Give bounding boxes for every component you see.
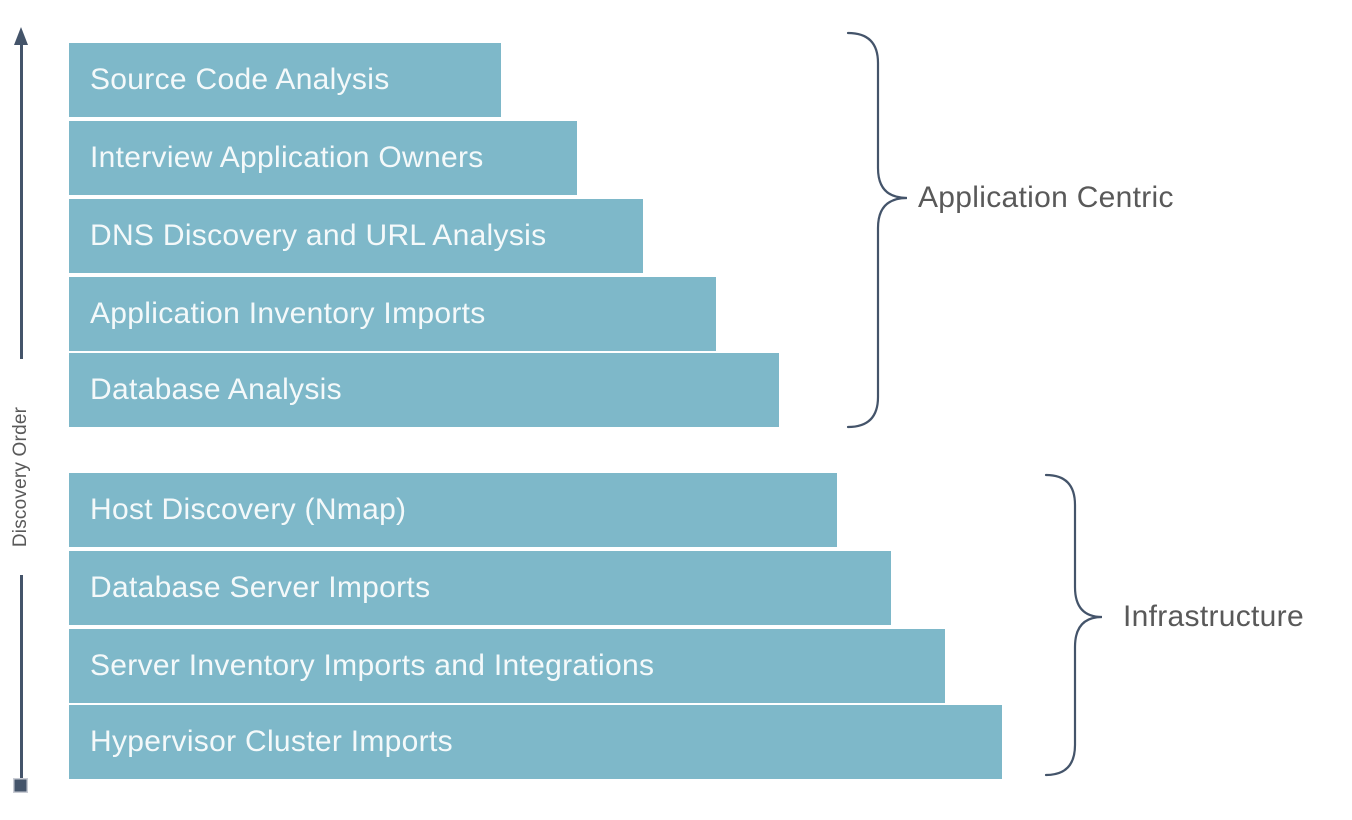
bar-1-0: Host Discovery (Nmap)	[69, 473, 837, 547]
bar-label: Source Code Analysis	[90, 63, 390, 96]
axis-label: Discovery Order	[10, 406, 31, 548]
group-label-infrastructure: Infrastructure	[1123, 600, 1304, 633]
bar-0-0: Source Code Analysis	[69, 43, 501, 117]
bar-1-1: Database Server Imports	[69, 551, 891, 625]
bar-label: Interview Application Owners	[90, 141, 484, 174]
axis-line-lower	[20, 575, 23, 778]
axis-up-arrow-icon	[14, 27, 28, 45]
axis-end-square	[13, 778, 28, 793]
bar-1-3: Hypervisor Cluster Imports	[69, 705, 1002, 779]
group-label-application-centric: Application Centric	[918, 181, 1174, 214]
bar-label: Database Server Imports	[90, 571, 431, 604]
bar-0-2: DNS Discovery and URL Analysis	[69, 199, 643, 273]
bar-0-4: Database Analysis	[69, 353, 779, 427]
bar-1-2: Server Inventory Imports and Integration…	[69, 629, 945, 703]
bar-label: DNS Discovery and URL Analysis	[90, 219, 547, 252]
application-centric-brace-icon	[846, 31, 908, 429]
bar-label: Host Discovery (Nmap)	[90, 493, 407, 526]
bar-label: Server Inventory Imports and Integration…	[90, 649, 655, 682]
bar-0-3: Application Inventory Imports	[69, 277, 716, 351]
bar-label: Hypervisor Cluster Imports	[90, 725, 453, 758]
bar-0-1: Interview Application Owners	[69, 121, 577, 195]
axis-line-upper	[20, 45, 23, 359]
bar-label: Application Inventory Imports	[90, 297, 486, 330]
infrastructure-brace-icon	[1044, 473, 1103, 777]
bar-label: Database Analysis	[90, 373, 342, 406]
